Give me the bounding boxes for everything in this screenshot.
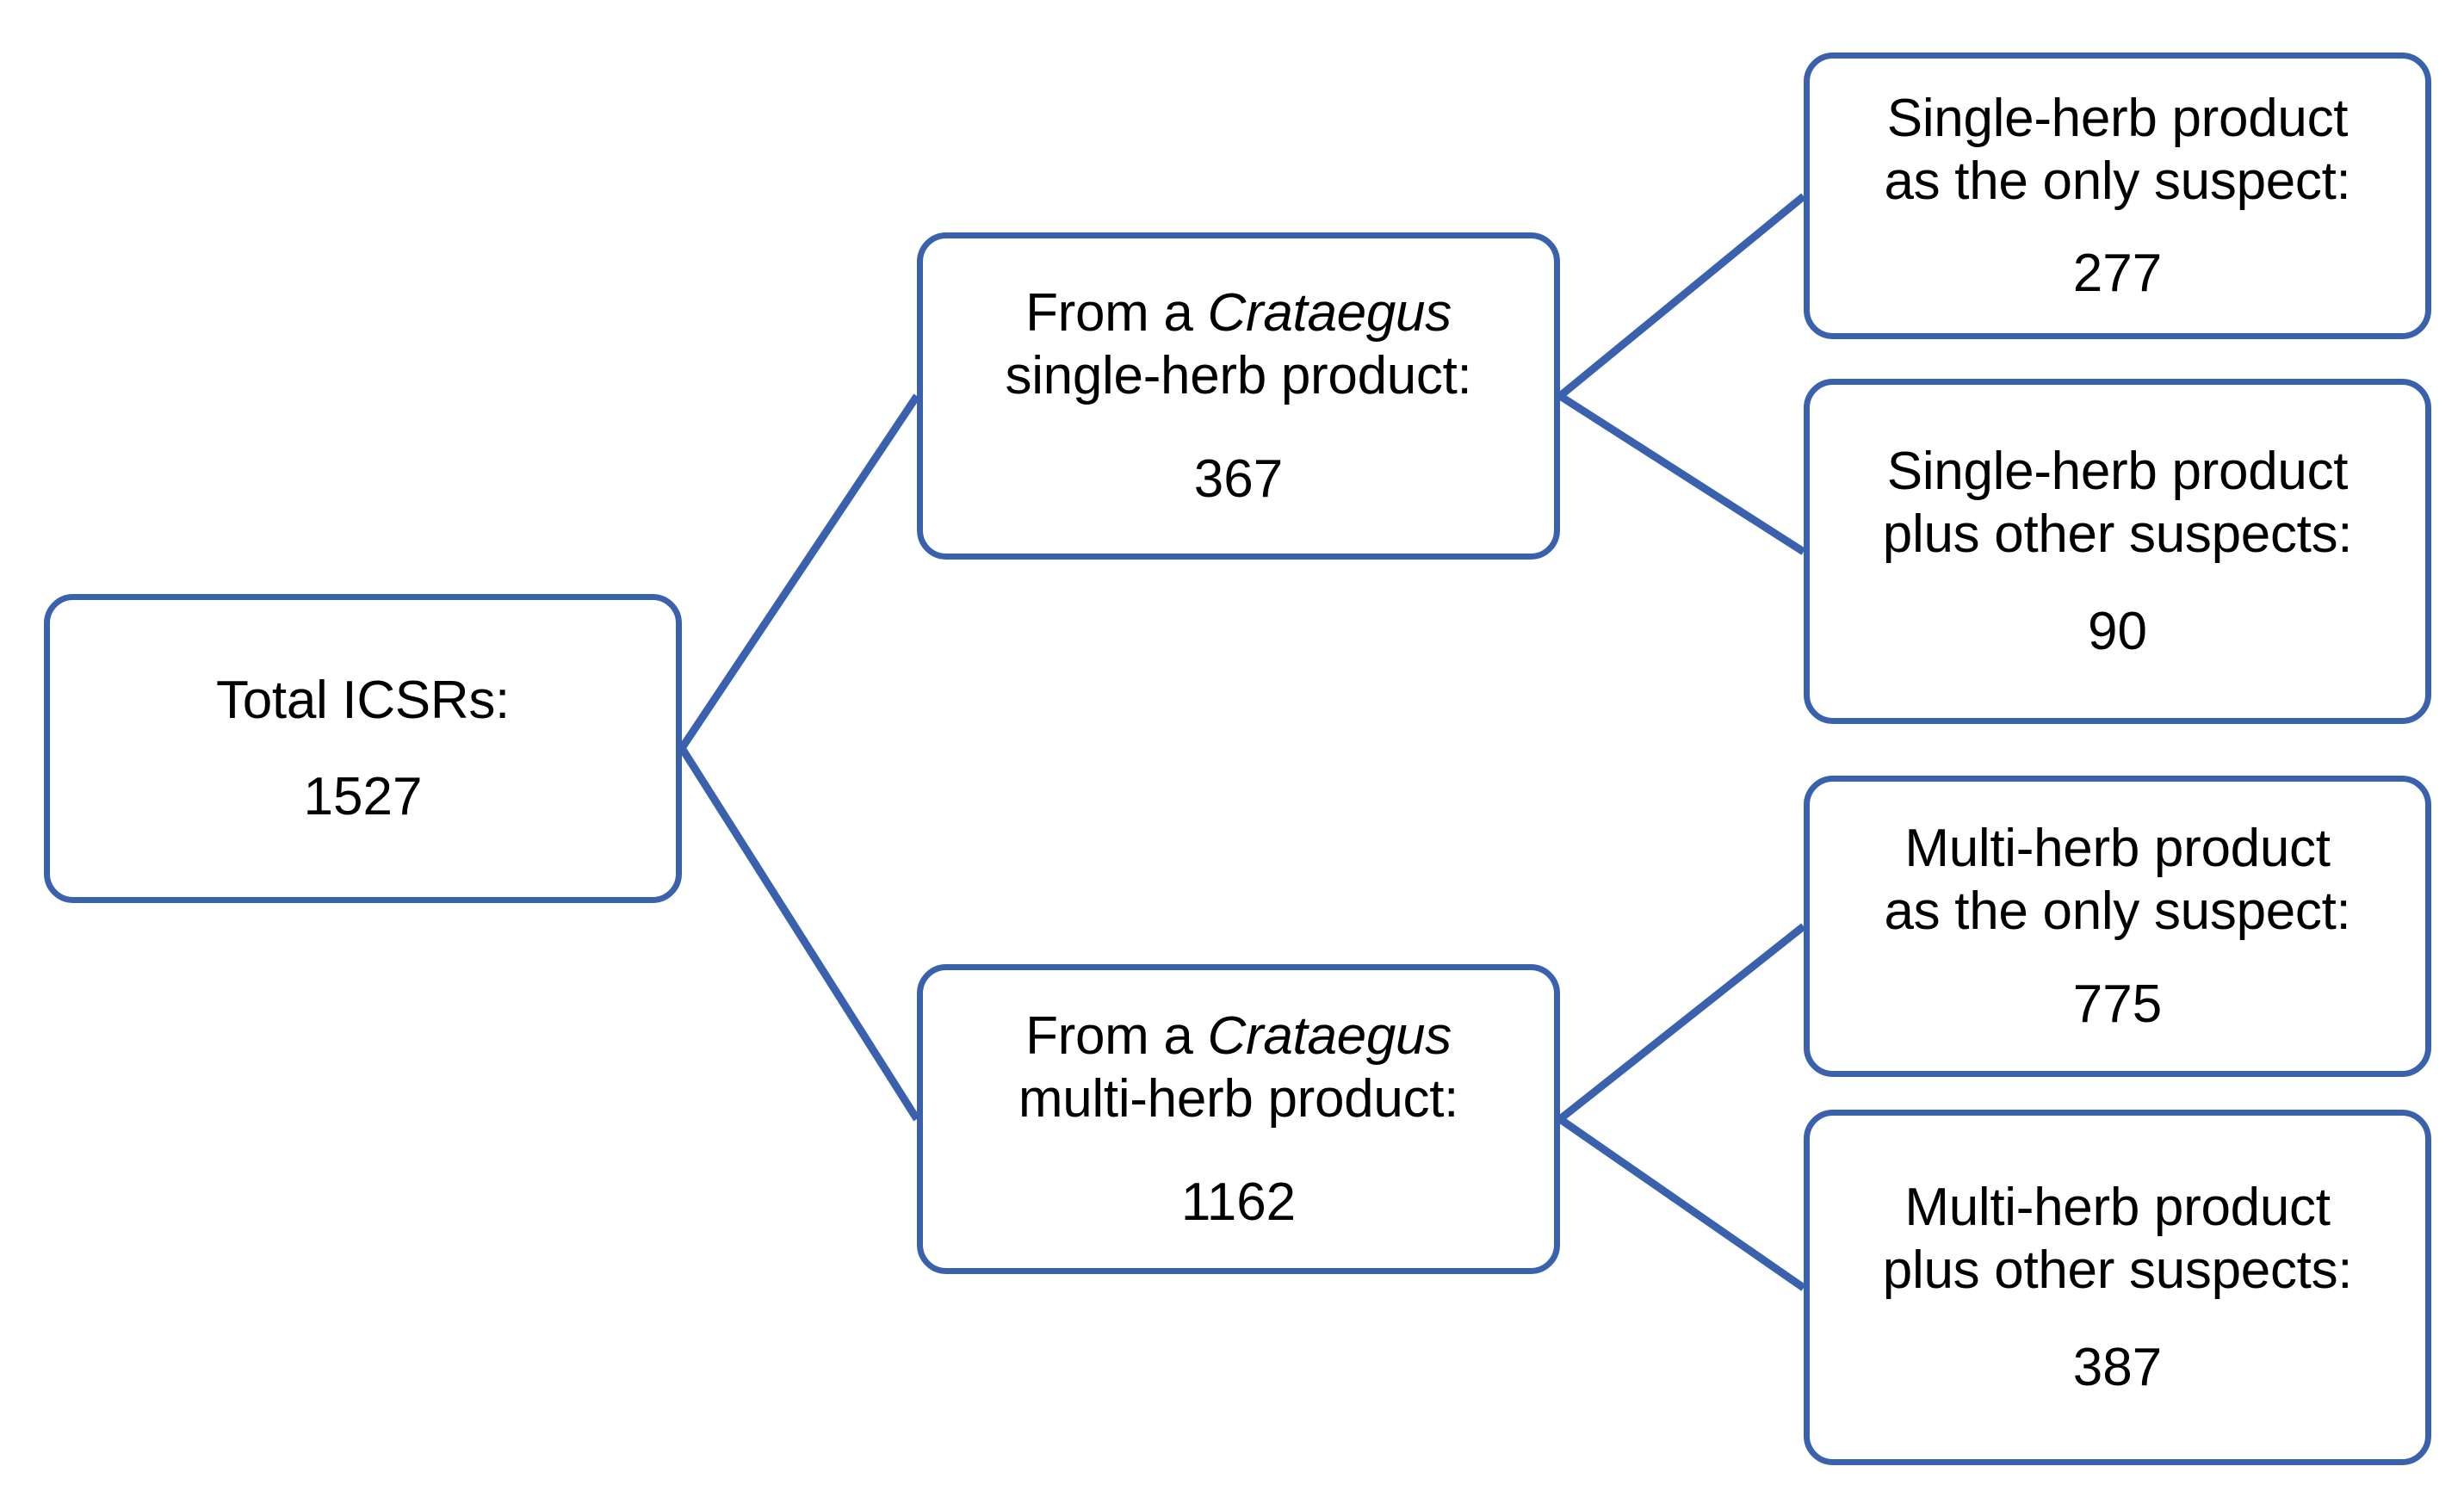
node-multi-herb-product-value: 1162	[1180, 1172, 1297, 1232]
node-total-icsrs-label: Total ICSRs:	[216, 671, 510, 731]
edge-multi-herb-to-plus-other	[1557, 1116, 1806, 1291]
node-single-herb-product[interactable]: From a Crataegus single-herb product: 36…	[917, 232, 1560, 560]
node-multi-herb-only-suspect-label: Multi-herb product as the only suspect:	[1884, 819, 2351, 942]
node-single-herb-product-label: From a Crataegus single-herb product:	[992, 281, 1486, 407]
node-single-herb-only-suspect-label: Single-herb product as the only suspect:	[1884, 88, 2351, 211]
node-multi-herb-product-label: From a Crataegus multi-herb product:	[1005, 1005, 1472, 1130]
label-suffix: multi-herb product:	[1018, 1069, 1459, 1129]
node-single-herb-only-suspect-value: 277	[2072, 244, 2163, 304]
edge-root-to-multi-herb	[678, 746, 920, 1122]
edge-multi-herb-to-only-suspect	[1557, 923, 1806, 1123]
node-single-herb-only-suspect[interactable]: Single-herb product as the only suspect:…	[1804, 53, 2431, 339]
species-name-italic: Crataegus	[1207, 1006, 1452, 1067]
node-multi-herb-only-suspect-value: 775	[2072, 974, 2163, 1034]
label-prefix: From a	[1025, 283, 1208, 343]
node-single-herb-product-value: 367	[1193, 449, 1284, 509]
node-single-herb-plus-other-suspects-label: Single-herb product plus other suspects:	[1882, 441, 2353, 564]
edge-single-herb-to-only-suspect	[1557, 193, 1806, 399]
node-multi-herb-only-suspect[interactable]: Multi-herb product as the only suspect: …	[1804, 776, 2431, 1077]
label-prefix: From a	[1025, 1006, 1208, 1067]
node-single-herb-plus-other-suspects[interactable]: Single-herb product plus other suspects:…	[1804, 379, 2431, 724]
node-total-icsrs[interactable]: Total ICSRs: 1527	[44, 594, 682, 903]
edge-single-herb-to-plus-other	[1557, 393, 1806, 555]
node-multi-herb-product[interactable]: From a Crataegus multi-herb product: 116…	[917, 964, 1560, 1274]
species-name-italic: Crataegus	[1207, 283, 1452, 343]
node-multi-herb-plus-other-suspects[interactable]: Multi-herb product plus other suspects: …	[1804, 1110, 2431, 1465]
label-suffix: single-herb product:	[1005, 346, 1472, 406]
node-multi-herb-plus-other-suspects-label: Multi-herb product plus other suspects:	[1882, 1177, 2353, 1300]
node-total-icsrs-value: 1527	[303, 766, 423, 826]
node-single-herb-plus-other-suspects-value: 90	[2088, 602, 2147, 662]
edge-root-to-single-herb	[678, 393, 920, 751]
node-multi-herb-plus-other-suspects-value: 387	[2072, 1338, 2163, 1398]
